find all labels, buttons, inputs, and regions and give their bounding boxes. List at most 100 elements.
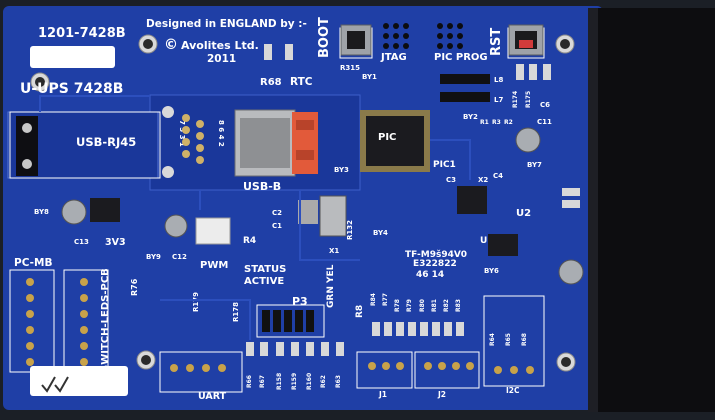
p3-label: P3	[292, 295, 308, 308]
black-insulator-sheet	[588, 8, 715, 412]
pic1-label: PIC1	[433, 160, 456, 170]
l7-label: L7	[494, 96, 503, 104]
res-label-r78: R78	[394, 299, 401, 312]
picprog-label: PIC PROG	[434, 52, 488, 63]
res-label-r1: R1	[480, 119, 489, 126]
by1-label: BY1	[362, 73, 377, 81]
c3-label: C3	[446, 176, 456, 184]
smd-chips	[90, 186, 518, 256]
by8-label: BY8	[34, 208, 49, 216]
c12-label: C12	[172, 253, 187, 261]
res-label-r175: R175	[525, 91, 532, 108]
i2c-label: I2C	[506, 386, 520, 395]
res-label-r79: R79	[406, 299, 413, 312]
r68-label: R68	[260, 77, 282, 88]
c4-label: C4	[493, 172, 503, 180]
res-label-r64: R64	[489, 333, 496, 346]
r178-label: R178	[232, 302, 240, 322]
res-label-r3: R3	[492, 119, 501, 126]
r315-label: R315	[340, 64, 360, 72]
usb-b-label: USB-B	[243, 180, 281, 193]
by4-label: BY4	[373, 229, 388, 237]
res-label-r77: R77	[382, 293, 389, 306]
boot-button	[340, 24, 372, 56]
res-label-r174: R174	[512, 91, 519, 108]
c13-label: C13	[74, 238, 89, 246]
r8-label: R8	[355, 305, 365, 318]
by2-label: BY2	[463, 113, 478, 121]
r4-label: R4	[243, 236, 256, 246]
rtc-label: RTC	[290, 76, 313, 88]
white-label-bottom	[30, 366, 128, 396]
u2-label: U2	[516, 208, 531, 219]
svg-text:PIC: PIC	[378, 132, 396, 143]
res-label-r65: R65	[505, 333, 512, 346]
part-number-text: 1201-7428B	[38, 26, 126, 41]
mounting-holes	[30, 34, 576, 372]
x2-label: X2	[478, 176, 488, 184]
l8-label: L8	[494, 76, 503, 84]
grn-yel-label: GRN YEL	[326, 264, 336, 308]
pwm-connector	[195, 217, 231, 245]
rst-button	[508, 24, 544, 56]
handwritten-ticks	[41, 376, 69, 393]
jtag-label: JTAG	[380, 52, 407, 63]
white-label-top	[30, 46, 115, 68]
res-label-r83: R83	[455, 299, 462, 312]
3v3-label: 3V3	[105, 237, 126, 248]
res-label-r158: R158	[276, 373, 283, 390]
res-label-r66: R66	[246, 375, 253, 388]
res-label-r84: R84	[370, 293, 377, 306]
copyright-symbol: ©	[164, 37, 178, 53]
c6-label: C6	[540, 101, 550, 109]
rj45-pin-array	[162, 106, 204, 178]
board-name-text: U-UPS 7428B	[20, 81, 123, 97]
usb-rj45-label: USB-RJ45	[76, 135, 136, 149]
u1-label: U1	[480, 236, 494, 246]
res-label-r80: R80	[419, 299, 426, 312]
year-text: 2011	[207, 53, 236, 65]
tf-code-label: TF-M9š94V0	[405, 249, 467, 260]
pic-microcontroller: PIC	[360, 110, 430, 172]
uart-label: UART	[198, 391, 227, 402]
designed-text: Designed in ENGLAND by :-	[146, 18, 307, 30]
by6-label: BY6	[484, 267, 499, 275]
res-label-r2: R2	[504, 119, 513, 126]
boot-label: BOOT	[317, 17, 332, 58]
by7-label: BY7	[527, 161, 542, 169]
r179-label: R179	[192, 292, 200, 312]
electrolytic-capacitors	[61, 127, 584, 285]
x1-label: X1	[329, 247, 339, 255]
res-label-r63: R63	[335, 375, 342, 388]
company-text: Avolites Ltd.	[181, 39, 259, 52]
c11-label: C11	[537, 118, 552, 126]
copper-traces	[39, 95, 471, 340]
p3-header	[262, 310, 314, 332]
res-label-r62: R62	[320, 375, 327, 388]
res-label-r160: R160	[306, 373, 313, 390]
by3-label: BY3	[334, 166, 349, 174]
res-label-r159: R159	[291, 373, 298, 390]
res-label-r82: R82	[443, 299, 450, 312]
switch-leds-label: SWITCH-LEDS-PCB	[100, 268, 111, 372]
rj45-left-edge	[16, 116, 38, 176]
j1-label: J1	[378, 390, 387, 399]
e-code-label: E322822	[413, 259, 457, 269]
rj45-pins-label: 7 5 3 1	[178, 120, 186, 147]
inductors	[440, 74, 490, 102]
res-label-r68b: R68	[521, 333, 528, 346]
c1-label: C1	[272, 222, 282, 230]
by9-label: BY9	[146, 253, 161, 261]
r132-label: R132	[346, 220, 354, 240]
smd-resistor-rows	[246, 44, 580, 356]
header-pad-columns	[26, 278, 534, 374]
rj45-pins2-label: 8 6 4 2	[217, 120, 225, 147]
r76-label: R76	[130, 278, 139, 296]
j2-label: J2	[437, 390, 446, 399]
res-label-r81: R81	[431, 299, 438, 312]
rst-label: RST	[489, 28, 504, 56]
res-label-r67: R67	[259, 375, 266, 388]
date-code-label: 46 14	[416, 270, 444, 280]
